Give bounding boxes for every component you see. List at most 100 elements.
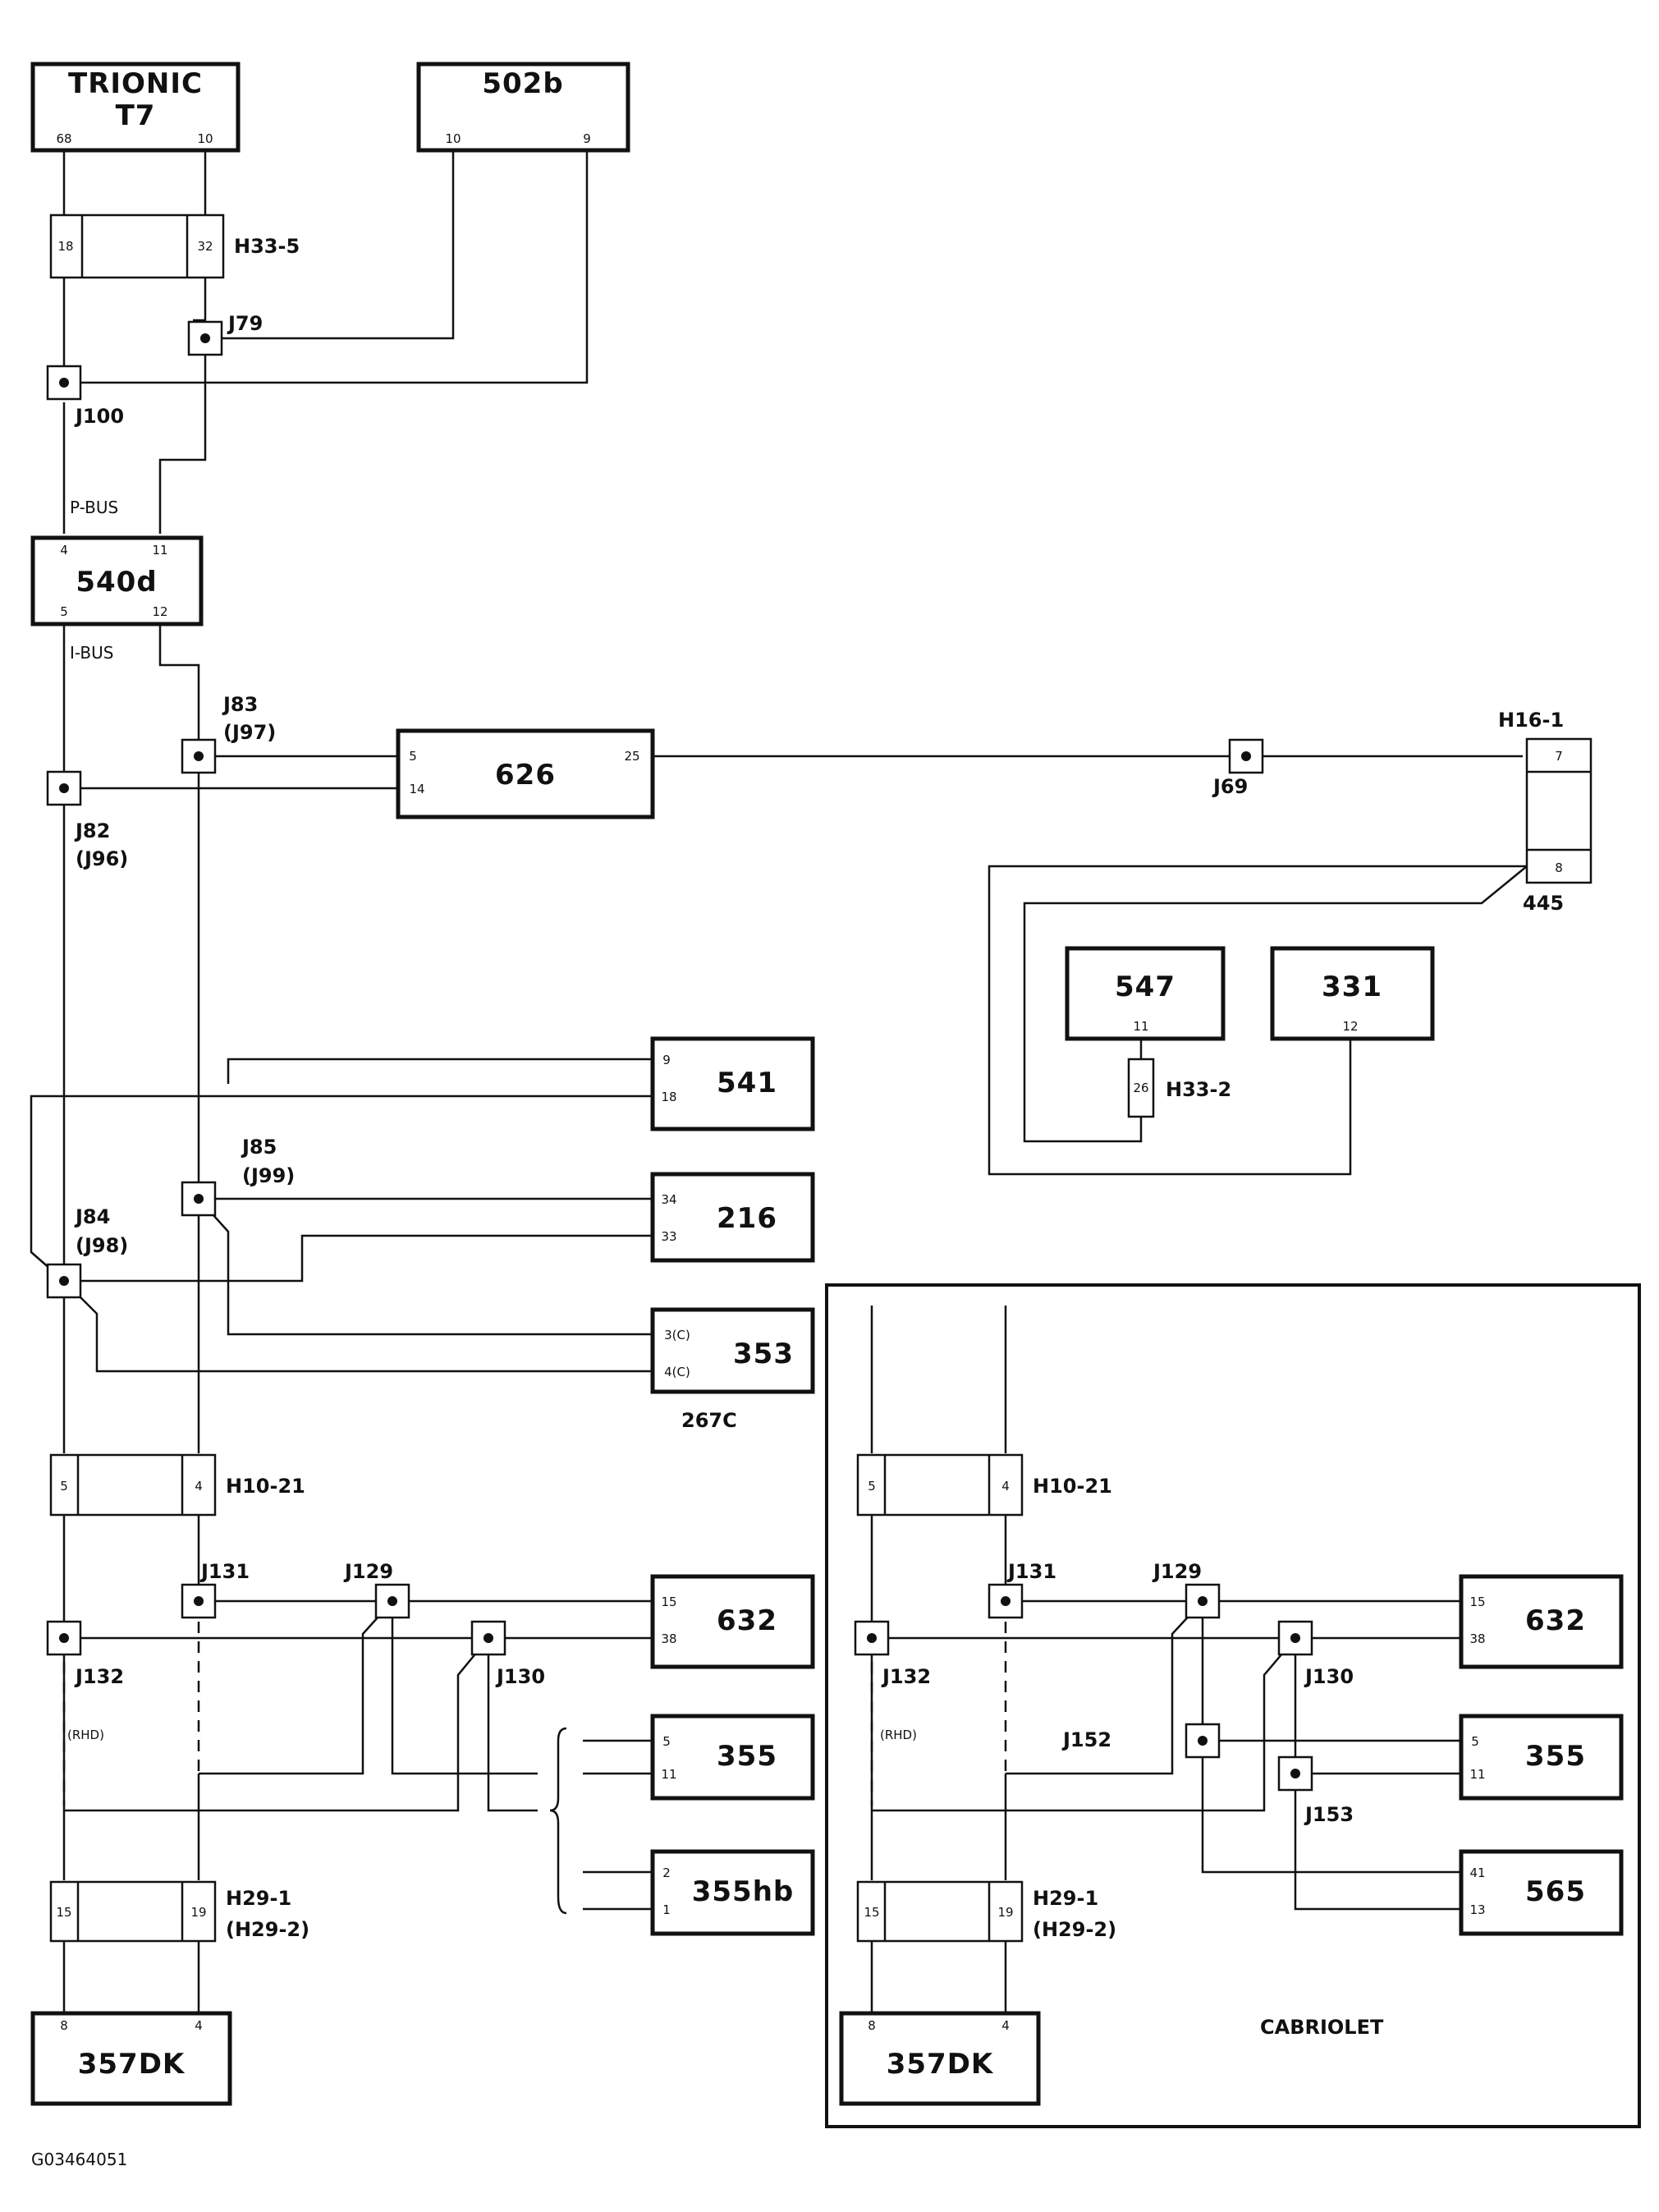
connector-label: (H29-2): [1033, 1918, 1116, 1941]
pin-label: 15: [1469, 1595, 1485, 1609]
pin-label: 8: [60, 2018, 68, 2033]
junction-label: J85: [241, 1136, 277, 1159]
pin-label: 10: [445, 131, 461, 146]
pin-label: 11: [1133, 1019, 1148, 1034]
pin-label: 2: [662, 1866, 671, 1880]
module-label: 357DK: [887, 2048, 994, 2081]
junction-j84: [46, 1263, 82, 1299]
connector-label: 445: [1523, 892, 1564, 915]
junction-j130: [470, 1620, 506, 1656]
junction-label: (J99): [242, 1164, 295, 1187]
pin-label: 5: [60, 1479, 68, 1494]
junction-label: J129: [1152, 1560, 1202, 1583]
pin-label: 12: [152, 604, 167, 619]
pin-label: 11: [661, 1767, 676, 1782]
junction-j132: [46, 1620, 82, 1656]
cabriolet-junction-j129: [1185, 1583, 1221, 1619]
junction-j69: [1228, 738, 1264, 774]
cabriolet-junction-j152: [1185, 1723, 1221, 1759]
module-540d: 540d 4 11 5 12: [30, 535, 204, 626]
module-label: 547: [1115, 971, 1176, 1003]
connector-label: H10-21: [1033, 1475, 1112, 1498]
junction-label: J132: [881, 1665, 931, 1688]
junction-label: J131: [199, 1560, 250, 1583]
trionic-t7-module: TRIONIC T7 68 10: [30, 62, 241, 153]
junction-j129: [374, 1583, 410, 1619]
connector-h33-5: 18 32 H33-5: [49, 213, 300, 279]
rhd-label: (RHD): [67, 1728, 104, 1742]
cabriolet-connector-h29-1: 15 19 H29-1 (H29-2): [856, 1880, 1116, 1943]
module-357dk: 357DK 8 4: [30, 2011, 232, 2106]
pin-label: 5: [662, 1734, 671, 1749]
rhd-label: (RHD): [880, 1728, 917, 1742]
pin-label: 41: [1469, 1866, 1485, 1880]
pin-label: 26: [1133, 1081, 1148, 1095]
junction-labels: J79 J100 J83 (J97) J69 J82 (J96) J85 (J9…: [67, 312, 1354, 1826]
connector-h16-1: 7 8 H16-1 445: [1498, 709, 1593, 915]
pin-label: 15: [661, 1595, 676, 1609]
module-355hb: 355hb 2 1: [650, 1849, 815, 1936]
pin-label: 7: [1555, 749, 1563, 764]
module-355: 355 5 11: [650, 1714, 815, 1801]
module-541: 541 9 18: [650, 1036, 815, 1131]
junction-label: J130: [1304, 1665, 1354, 1688]
module-626: 626 5 14 25: [396, 728, 655, 819]
module-label: 541: [717, 1067, 777, 1099]
module-label: 632: [717, 1604, 777, 1637]
junction-label: J153: [1304, 1803, 1354, 1826]
junction-label: J131: [1006, 1560, 1056, 1583]
bus-label: P-BUS: [70, 498, 118, 517]
component-label: 267C: [681, 1409, 737, 1432]
pin-label: 3(C): [664, 1328, 690, 1342]
connector-h29-1: 15 19 H29-1 (H29-2): [49, 1880, 309, 1943]
module-331: 331 12: [1270, 946, 1435, 1041]
junction-j82: [46, 770, 82, 806]
connector-label: H10-21: [226, 1475, 305, 1498]
figure-reference: G03464051: [31, 2150, 127, 2169]
connector-label: H33-5: [234, 235, 300, 258]
module-label: 632: [1525, 1604, 1586, 1637]
pin-label: 4(C): [664, 1365, 690, 1379]
module-label: 216: [717, 1202, 777, 1235]
junctions: [46, 320, 1313, 1792]
junction-label: J84: [74, 1205, 110, 1228]
pin-label: 11: [1469, 1767, 1485, 1782]
module-216: 216 34 33: [650, 1172, 815, 1263]
module-502b: 502b 10 9: [416, 62, 630, 153]
module-547: 547 11: [1065, 946, 1226, 1041]
module-label: 355: [717, 1740, 777, 1773]
pin-label: 18: [57, 239, 73, 254]
pin-label: 38: [1469, 1631, 1485, 1646]
junction-j100: [46, 365, 82, 401]
pin-label: 5: [60, 604, 68, 619]
module-label: 502b: [482, 67, 563, 100]
pin-label: 25: [624, 749, 639, 764]
junction-label: J69: [1212, 775, 1248, 798]
cabriolet-junction-j153: [1277, 1755, 1313, 1792]
module-label: 540d: [76, 566, 157, 599]
junction-label: J152: [1061, 1728, 1111, 1751]
pin-label: 4: [1001, 1479, 1010, 1494]
cabriolet-module-357dk: 357DK 8 4: [839, 2011, 1041, 2106]
pin-label: 33: [661, 1229, 676, 1244]
pin-label: 34: [661, 1192, 676, 1207]
pin-label: 5: [868, 1479, 876, 1494]
junction-label: (J98): [76, 1234, 128, 1257]
connector-h33-2: 26 H33-2: [1127, 1058, 1231, 1118]
junction-label: J79: [227, 312, 263, 335]
pin-label: 1: [662, 1902, 671, 1917]
pin-label: 4: [60, 543, 68, 558]
junction-j85: [181, 1181, 217, 1217]
pin-label: 14: [409, 782, 424, 796]
pin-label: 19: [190, 1905, 206, 1920]
cabriolet-frame: [825, 1283, 1641, 2128]
pin-label: 18: [661, 1090, 676, 1104]
junction-label: J100: [74, 405, 124, 428]
junction-j83: [181, 738, 217, 774]
connector-h10-21: 5 4 H10-21: [49, 1453, 305, 1517]
pin-label: 4: [195, 1479, 203, 1494]
pin-label: 8: [1555, 860, 1563, 875]
pin-label: 15: [56, 1905, 71, 1920]
pin-label: 68: [56, 131, 71, 146]
pin-label: 11: [152, 543, 167, 558]
